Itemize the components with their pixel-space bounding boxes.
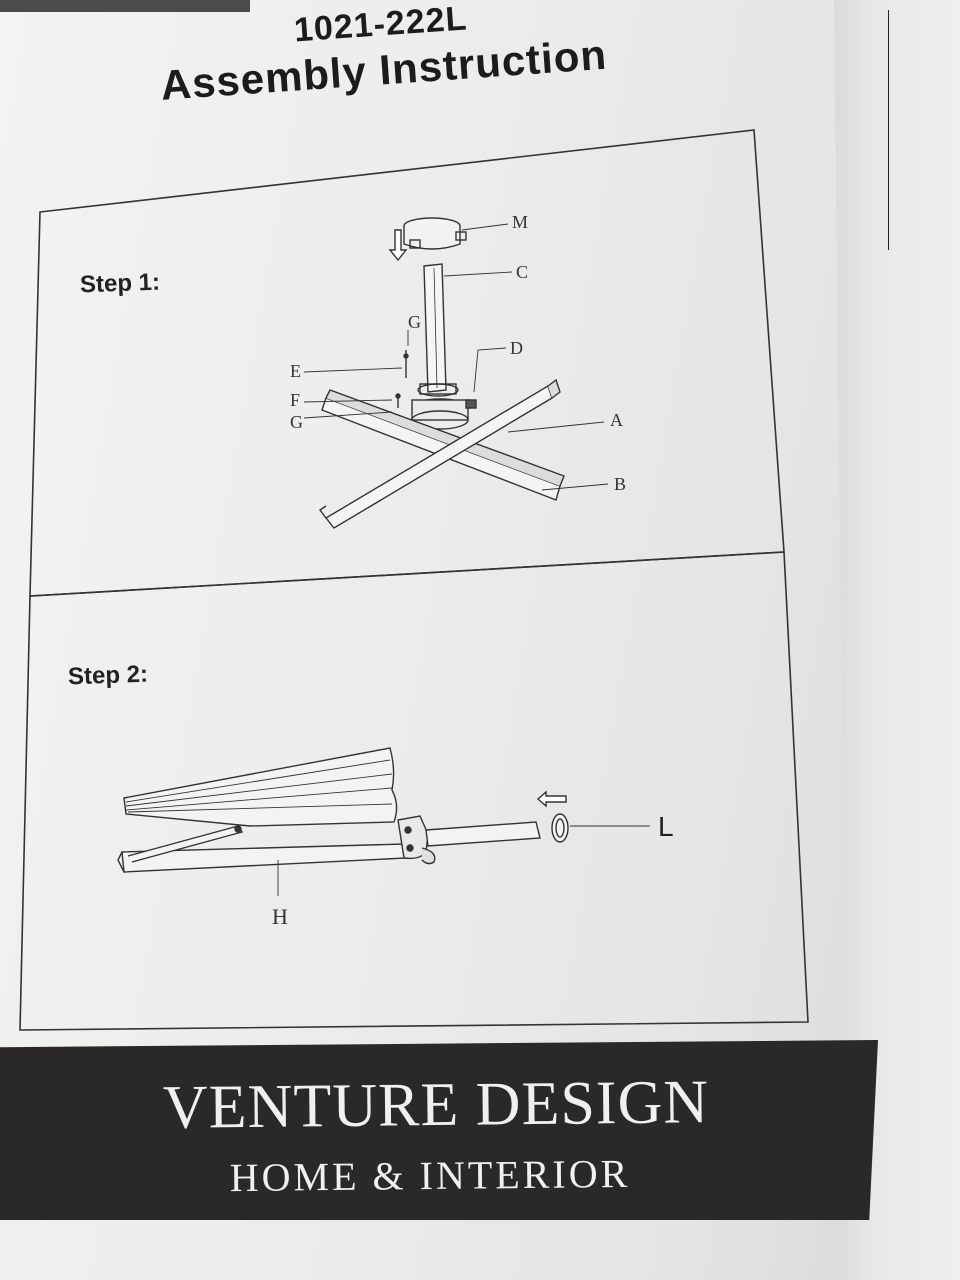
part-label-g: G bbox=[290, 412, 303, 432]
part-label-h: H bbox=[272, 904, 288, 929]
part-label-m: M bbox=[512, 212, 528, 232]
part-label-b: B bbox=[614, 474, 626, 494]
step2-label: Step 2: bbox=[67, 660, 149, 691]
part-label-a: A bbox=[610, 410, 623, 430]
part-label-e: E bbox=[290, 361, 301, 381]
part-c-pole bbox=[423, 263, 447, 393]
hinge-joint bbox=[397, 815, 436, 865]
step2-frame bbox=[19, 551, 809, 1031]
background-edge bbox=[0, 0, 250, 12]
part-label-d: D bbox=[510, 338, 523, 358]
part-m-cap bbox=[403, 217, 467, 250]
brand-tagline: HOME & INTERIOR bbox=[229, 1150, 631, 1201]
umbrella-base-diagram bbox=[303, 217, 609, 529]
umbrella-arm-diagram bbox=[117, 747, 650, 896]
step1-part-labels: M C G D E F G A B bbox=[290, 212, 626, 494]
brand-name: VENTURE DESIGN bbox=[162, 1068, 710, 1142]
bolts-e-f-g bbox=[395, 350, 409, 408]
part-b-crossbar bbox=[318, 378, 561, 529]
folded-canopy bbox=[123, 747, 398, 827]
part-label-l: L bbox=[658, 811, 674, 842]
step2-part-labels: L H bbox=[272, 811, 674, 929]
left-arrow-icon bbox=[536, 790, 567, 808]
part-l-ring bbox=[551, 813, 569, 843]
part-label-c: C bbox=[516, 262, 528, 282]
down-arrow-icon bbox=[388, 229, 408, 262]
step1-frame bbox=[29, 129, 785, 597]
step1-label: Step 1: bbox=[79, 268, 161, 299]
adjacent-page-border bbox=[888, 10, 889, 250]
part-label-g-top: G bbox=[408, 312, 421, 332]
brand-band bbox=[0, 1040, 878, 1220]
part-label-f: F bbox=[290, 390, 300, 410]
part-d-collar bbox=[417, 383, 459, 397]
